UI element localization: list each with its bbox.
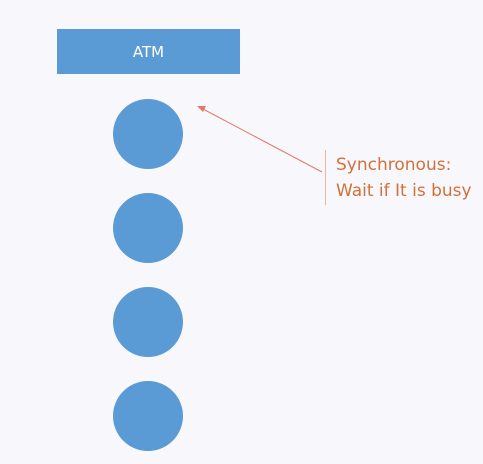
atm-box: ATM bbox=[57, 29, 240, 74]
annotation-text: Synchronous: Wait if It is busy bbox=[336, 152, 472, 204]
atm-label: ATM bbox=[132, 42, 165, 61]
queue-person-1 bbox=[113, 99, 183, 169]
queue-person-3 bbox=[113, 287, 183, 357]
arrow-line bbox=[202, 108, 323, 173]
annotation-line-2: Wait if It is busy bbox=[336, 181, 472, 201]
arrow-head bbox=[197, 106, 206, 112]
annotation-line-1: Synchronous: bbox=[336, 155, 452, 175]
queue-person-2 bbox=[113, 193, 183, 263]
callout-bracket bbox=[325, 150, 326, 205]
queue-person-4 bbox=[113, 381, 183, 451]
